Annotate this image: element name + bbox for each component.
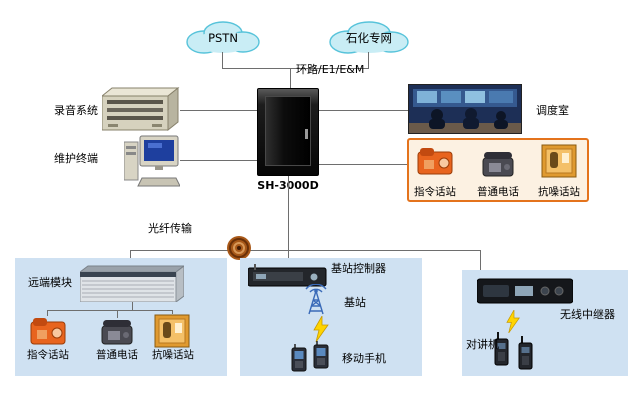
noise-station-label: 抗噪话站 [538, 186, 580, 198]
recording-system-label: 录音系统 [54, 104, 98, 117]
cabinet-door [265, 96, 311, 166]
telephone-icon [481, 150, 515, 178]
connector-line [47, 310, 173, 311]
wireless-repeater-icon [476, 277, 574, 305]
walkie-talkie-icon [518, 336, 534, 370]
base-station-label: 基站 [344, 296, 366, 309]
connector-line [319, 164, 407, 165]
connector-line [132, 302, 133, 310]
petro-network-cloud: 石化专网 [322, 18, 416, 58]
connector-line [319, 110, 408, 111]
connector-line [222, 52, 223, 68]
telephone-label: 普通电话 [96, 349, 138, 361]
connector-line [288, 250, 289, 259]
connector-line [130, 250, 480, 251]
base-controller-label: 基站控制器 [331, 262, 386, 275]
fiber-transmission-label: 光纤传输 [148, 222, 192, 235]
noise-station-icon [154, 314, 190, 348]
connector-line [288, 176, 289, 250]
telephone-icon [100, 318, 134, 346]
cloud-icon [186, 21, 260, 54]
maintenance-terminal-icon [123, 134, 181, 188]
trunk-label: 环路/E1/E&M [296, 63, 365, 76]
dispatch-room-image [408, 84, 522, 134]
command-station-icon [416, 146, 454, 176]
wireless-repeater-label: 无线中继器 [560, 308, 615, 321]
noise-station-label: 抗噪话站 [152, 349, 194, 361]
pstn-label: PSTN [208, 31, 238, 45]
connector-line [368, 52, 369, 68]
connector-line [480, 250, 481, 271]
connector-line [180, 110, 257, 111]
pstn-cloud: PSTN [180, 18, 266, 58]
connector-line [180, 160, 257, 161]
lightning-icon [313, 314, 331, 343]
remote-rack-icon [78, 264, 186, 303]
command-station-icon [29, 316, 67, 346]
mobile-phone-icon [291, 344, 307, 372]
connector-line [290, 68, 291, 88]
telephone-label: 普通电话 [477, 186, 519, 198]
mobile-phone-icon [313, 341, 329, 369]
mobile-phone-label: 移动手机 [342, 352, 386, 365]
fiber-coil-icon [226, 235, 252, 261]
connector-line [117, 310, 118, 318]
maintenance-terminal-label: 维护终端 [54, 152, 98, 165]
connector-line [130, 250, 131, 259]
recording-system-icon [100, 86, 180, 132]
antenna-icon [301, 283, 331, 316]
noise-station-icon [541, 144, 577, 178]
connector-line [222, 68, 369, 69]
main-cabinet-icon [257, 88, 319, 176]
lightning-icon [506, 308, 522, 334]
intercom-label: 对讲机 [466, 338, 499, 351]
command-station-label: 指令话站 [27, 349, 69, 361]
cloud-icon [329, 21, 409, 54]
cabinet-model-label: SH-3000D [247, 179, 329, 192]
dispatch-room-label: 调度室 [536, 104, 569, 117]
remote-module-label: 远端模块 [28, 276, 72, 289]
walkie-talkie-icon [494, 332, 510, 366]
connector-line [47, 310, 48, 316]
cabinet-handle [305, 129, 308, 139]
command-station-label: 指令话站 [414, 186, 456, 198]
base-controller-icon [247, 264, 328, 288]
connector-line [172, 310, 173, 314]
petro-network-label: 石化专网 [346, 31, 392, 45]
